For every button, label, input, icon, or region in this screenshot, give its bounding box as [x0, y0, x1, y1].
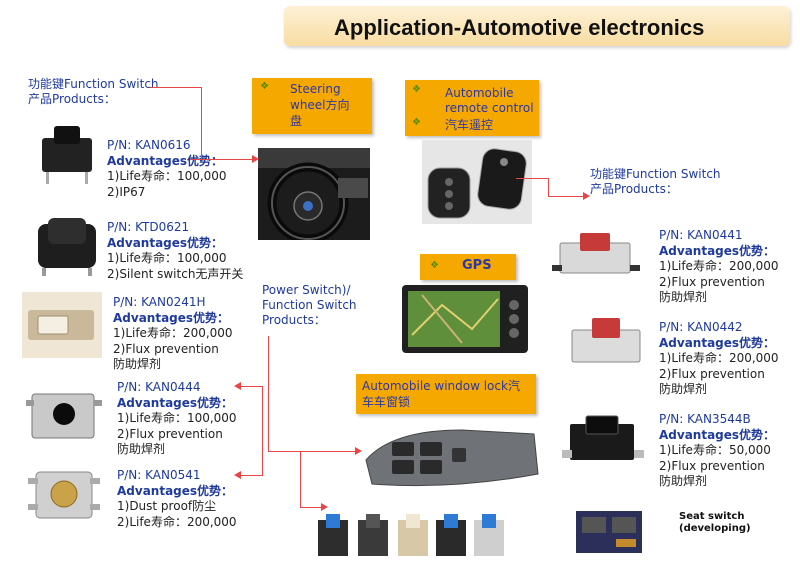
- product-kan0541: P/N: KAN0541 Advantages优势： 1)Dust proof防…: [117, 468, 237, 529]
- connector-line: [268, 451, 356, 452]
- power-switch-heading: Power Switch)/ Function Switch Products：: [262, 283, 357, 327]
- bullet-icon: ❖: [412, 117, 421, 128]
- page-title: Application-Automotive electronics: [334, 15, 705, 40]
- connector-line: [548, 196, 584, 197]
- switch-ktd0621-image: [38, 218, 96, 276]
- connector-line: [201, 87, 202, 159]
- connector-line: [150, 87, 202, 88]
- steering-wheel-box: ❖ Steering wheel方向 盘: [252, 78, 372, 134]
- connector-line: [548, 178, 549, 196]
- product-kan3544b: P/N: KAN3544B Advantages优势： 1)Life寿命：50,…: [659, 412, 776, 488]
- switch-kan0442-image: [571, 318, 641, 363]
- seat-switch-image: [576, 511, 642, 553]
- window-lock-panel-image: [365, 429, 539, 487]
- right-heading: 功能键Function Switch 产品Products：: [590, 167, 721, 196]
- product-kan0442: P/N: KAN0442 Advantages优势： 1)Life寿命：200,…: [659, 320, 779, 396]
- switch-kan0444-image: [26, 393, 102, 439]
- switch-kan0616-image: [42, 126, 92, 184]
- arrow-left-icon: [234, 471, 241, 479]
- product-ktd0621: P/N: KTD0621 Advantages优势： 1)Life寿命：100,…: [107, 220, 244, 281]
- connector-line: [300, 507, 322, 508]
- bullet-icon: ❖: [430, 260, 439, 271]
- connector-line: [190, 159, 252, 160]
- arrow-right-icon: [355, 447, 362, 455]
- connector-line: [268, 336, 269, 452]
- connector-line: [300, 452, 301, 507]
- product-kan0616: P/N: KAN0616 Advantages优势： 1)Life寿命：100,…: [107, 138, 227, 199]
- gps-box: ❖ GPS: [420, 254, 516, 280]
- arrow-right-icon: [583, 192, 590, 200]
- connector-line: [516, 178, 549, 179]
- product-kan0441: P/N: KAN0441 Advantages优势： 1)Life寿命：200,…: [659, 228, 779, 304]
- switch-kan0241h-image: [22, 292, 102, 358]
- title-banner: [284, 6, 790, 46]
- arrow-left-icon: [234, 382, 241, 390]
- remote-control-box: ❖ Automobile remote control ❖ 汽车遥控: [405, 80, 539, 136]
- steering-wheel-image: [258, 148, 370, 240]
- arrow-right-icon: [321, 503, 328, 511]
- remote-key-image: [422, 140, 532, 224]
- connector-line: [240, 386, 262, 387]
- connector-line: [262, 386, 263, 476]
- bullet-icon: ❖: [260, 81, 269, 92]
- seat-switch-label: Seat switch (developing): [679, 511, 751, 534]
- switch-kan3544b-image: [562, 415, 644, 460]
- connector-line: [240, 475, 262, 476]
- switch-kan0441-image: [552, 233, 640, 274]
- window-lock-box: Automobile window lock汽 车车窗锁: [356, 374, 536, 414]
- arrow-right-icon: [252, 155, 259, 163]
- bullet-icon: ❖: [412, 84, 421, 95]
- switch-kan0541-image: [28, 471, 100, 519]
- gps-device-image: [402, 285, 528, 353]
- product-kan0241h: P/N: KAN0241H Advantages优势： 1)Life寿命：200…: [113, 295, 233, 371]
- product-kan0444: P/N: KAN0444 Advantages优势： 1)Life寿命：100,…: [117, 380, 237, 456]
- push-switch-row-image: [318, 514, 504, 556]
- left-heading: 功能键Function Switch 产品Products：: [28, 77, 159, 106]
